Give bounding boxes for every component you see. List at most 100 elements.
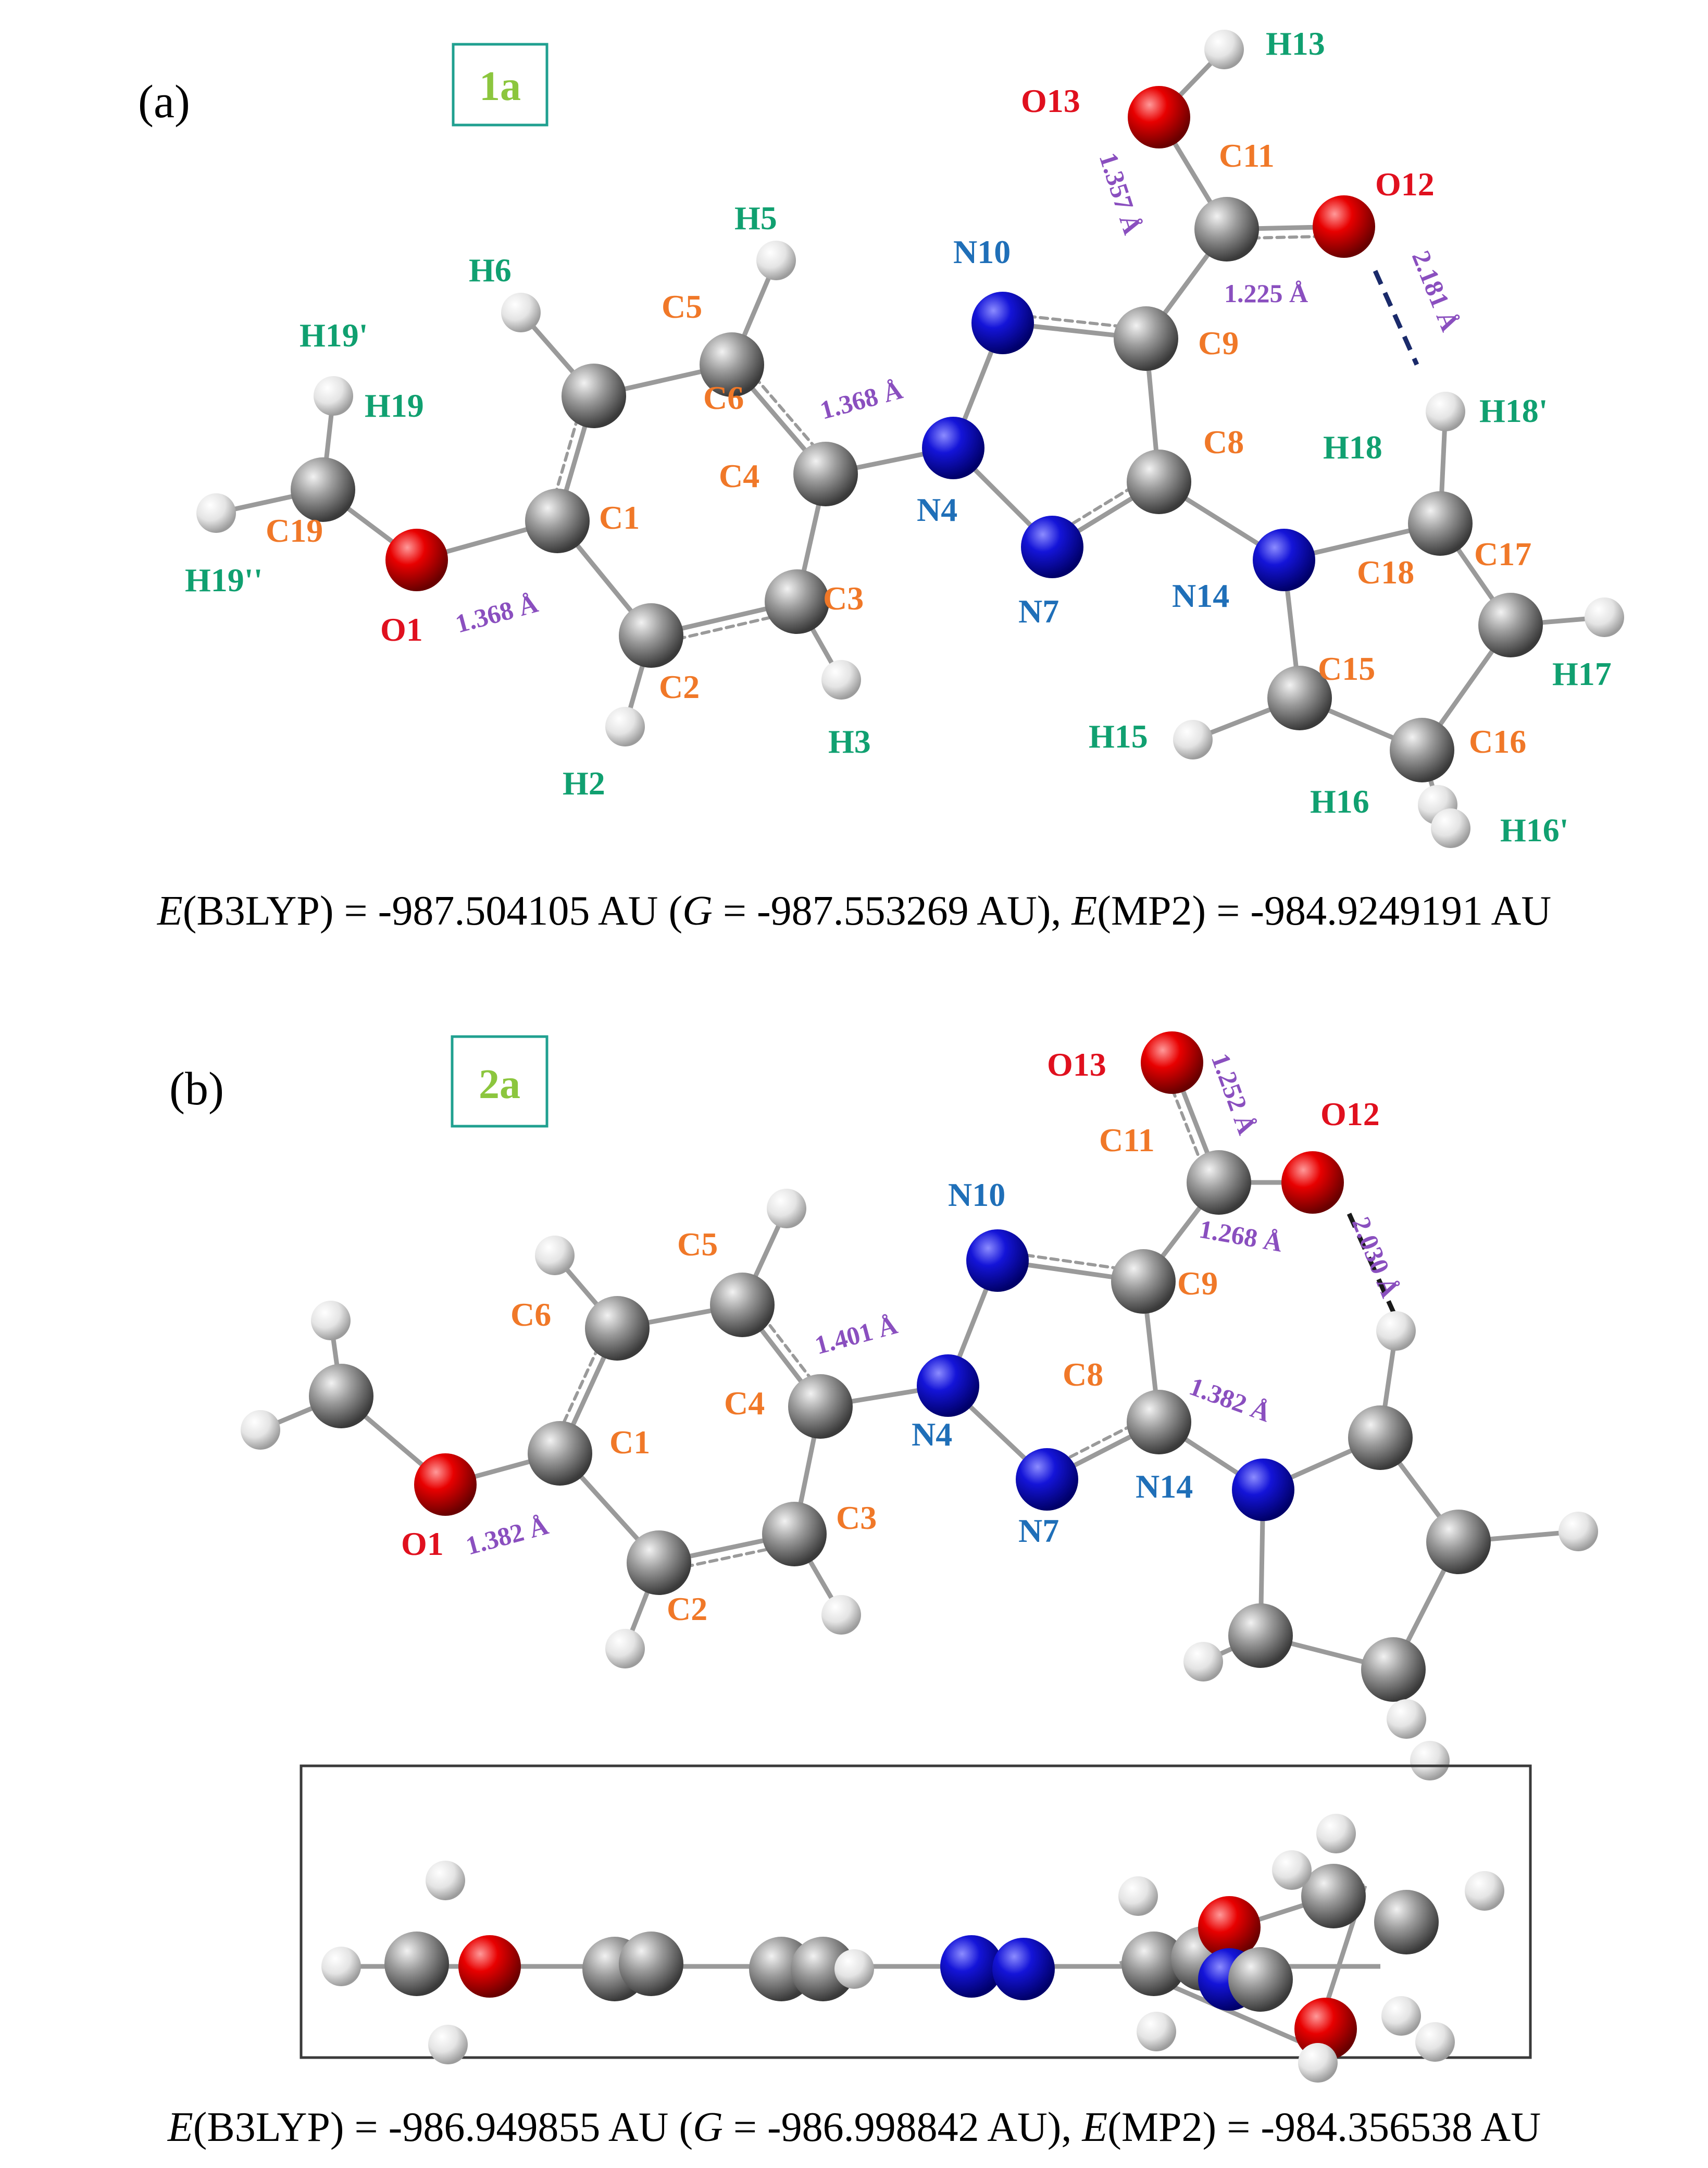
a-distance-0: 1.357 Å [1094,149,1148,238]
b-atom-17 [1348,1405,1413,1470]
a-label-c18: C18 [1357,554,1414,591]
side-view-box [300,1764,1532,2059]
b-distance-3: 1.401 Å [812,1310,900,1360]
side-atom-1 [426,1861,465,1900]
side-atom-22 [1374,1890,1439,1954]
side-atom-4 [458,1935,521,1998]
side-atom-26 [1415,2022,1455,2062]
a-atom-23 [765,569,829,634]
b-atom-25 [1228,1603,1293,1668]
a-label-h19: H19'' [185,562,263,599]
a-label-h16: H16' [1500,812,1569,849]
a-label-h3: H3 [828,723,871,760]
a-atom-7 [700,332,764,397]
b-atom-21 [1426,1510,1491,1574]
a-distance-2: 2.181 Å [1406,246,1465,335]
b-atom-24 [762,1502,827,1566]
a-atom-15 [525,489,590,553]
b-label-o12: O12 [1320,1095,1380,1132]
a-label-n10: N10 [953,233,1011,270]
b-label-c2: C2 [667,1590,707,1627]
a-distance-1: 1.225 Å [1224,279,1308,308]
side-atom-9 [834,1949,874,1989]
b-atom-30 [1387,1699,1426,1739]
a-atom-12 [1127,450,1191,514]
a-atom-0 [1204,30,1244,69]
b-atom-18 [309,1364,373,1428]
a-atom-16 [291,457,355,522]
b-atom-10 [1127,1390,1191,1454]
a-label-c3: C3 [823,580,864,617]
a-label-n7: N7 [1018,593,1059,630]
a-label-h6: H6 [469,252,512,289]
side-atom-25 [1381,1996,1421,2036]
b-atom-19 [414,1453,477,1516]
b-atom-16 [1232,1459,1294,1521]
b-atom-22 [1559,1512,1598,1551]
a-atom-21 [385,529,448,591]
a-label-c9: C9 [1198,325,1239,362]
side-atom-27 [1298,2043,1338,2083]
b-atom-0 [1141,1031,1203,1094]
a-label-h18: H18 [1323,429,1382,466]
b-atom-27 [821,1595,861,1635]
side-atom-6 [619,1932,683,1996]
a-atom-30 [605,707,645,746]
a-atom-29 [1390,718,1454,782]
a-atom-5 [756,241,796,280]
panel-a-tag: (a) [138,76,190,128]
side-atom-10 [940,1935,1003,1998]
b-label-n4: N4 [912,1416,952,1453]
a-label-c8: C8 [1203,423,1244,460]
b-atom-15 [1016,1448,1078,1511]
a-label-c2: C2 [659,668,700,705]
b-atom-4 [1111,1249,1176,1314]
b-label-c4: C4 [724,1385,765,1422]
a-label-c4: C4 [719,457,759,494]
a-label-c6: C6 [703,379,744,416]
panel-a-hbond [1373,270,1419,366]
a-label-h17: H17 [1552,655,1612,692]
a-atom-25 [1585,597,1624,637]
a-atom-20 [1408,491,1473,556]
a-label-h15: H15 [1089,718,1148,755]
side-atom-23 [1465,1871,1504,1911]
b-atom-11 [917,1354,979,1417]
panel-a-energy: E(B3LYP) = -987.504105 AU (G = -987.5532… [157,888,1551,934]
a-label-o12: O12 [1375,166,1435,203]
a-label-h16: H16 [1310,783,1369,820]
b-atom-13 [528,1421,592,1486]
b-label-n10: N10 [948,1176,1005,1213]
a-label-c19: C19 [266,512,323,549]
b-label-c11: C11 [1099,1122,1155,1158]
side-atom-24 [1294,1998,1357,2060]
a-label-c16: C16 [1469,723,1526,760]
a-atom-27 [1267,666,1332,730]
side-atom-20 [1316,1814,1356,1853]
panel-a-bonds [214,47,1607,807]
a-atom-1 [1128,86,1190,148]
a-label-h13: H13 [1266,25,1325,62]
a-label-o1: O1 [380,611,423,648]
a-label-h5: H5 [734,200,777,236]
panel-b-box [451,1035,548,1128]
a-atom-17 [196,493,236,533]
a-label-h19: H19' [300,317,368,354]
b-label-n7: N7 [1018,1512,1059,1549]
b-atom-7 [710,1273,775,1337]
b-label-c1: C1 [609,1424,650,1461]
b-label-c3: C3 [836,1499,877,1536]
b-label-n14: N14 [1136,1468,1193,1505]
side-atom-18 [1228,1947,1293,2012]
b-distance-1: 1.268 Å [1197,1214,1285,1257]
a-label-h19: H19 [365,387,424,424]
side-atom-12 [1121,1932,1186,1996]
panel-b-energy: E(B3LYP) = -986.949855 AU (G = -986.9988… [167,2104,1541,2150]
a-atom-4 [971,292,1034,354]
b-label-c5: C5 [677,1226,718,1263]
a-atom-32 [1431,808,1470,848]
